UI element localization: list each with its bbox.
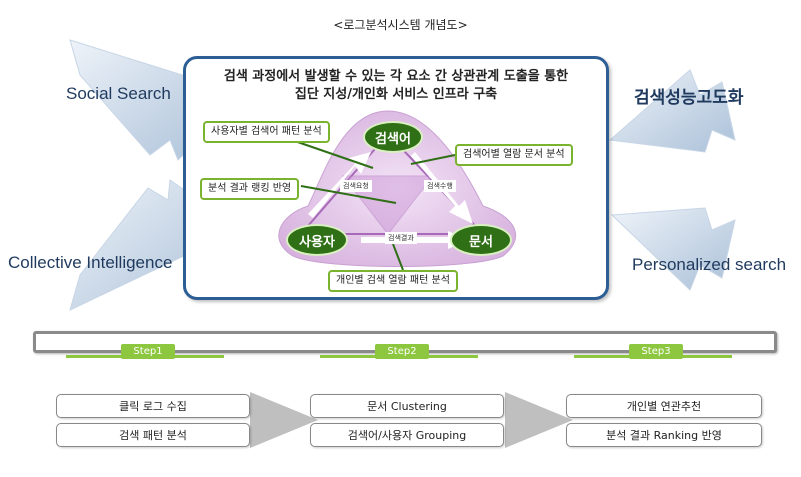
step1-item-1: 클릭 로그 수집 — [56, 394, 250, 418]
connector-doc-browse — [410, 154, 456, 165]
connector-personal-pattern — [392, 243, 404, 271]
step3-item-2: 분석 결과 Ranking 반영 — [566, 423, 762, 447]
edge-label-receive: 검색수행 — [424, 180, 456, 192]
diagram-title: <로그분석시스템 개념도> — [333, 18, 468, 32]
step1-tag: Step1 — [121, 344, 175, 359]
label-doc-browse-analysis: 검색어별 열람 문서 분석 — [455, 144, 573, 166]
step3-tag: Step3 — [629, 344, 683, 359]
step2-tag: Step2 — [375, 344, 429, 359]
arrow-request — [308, 152, 371, 218]
arrow-top-right — [608, 69, 736, 153]
connector-ranking — [300, 185, 397, 204]
step3-item-1: 개인별 연관추천 — [566, 394, 762, 418]
headline-line-1: 검색 과정에서 발생할 수 있는 각 요소 간 상관관계 도출을 통한 — [223, 69, 569, 84]
edge-label-request: 검색요청 — [340, 180, 372, 192]
label-social-search: Social Search — [66, 84, 171, 103]
step-chevron-2 — [505, 392, 573, 448]
label-search-performance: 검색성능고도화 — [634, 88, 744, 107]
node-query: 검색어 — [363, 121, 423, 153]
node-user: 사용자 — [286, 224, 348, 256]
label-user-query-pattern: 사용자별 검색어 패턴 분석 — [203, 121, 330, 143]
connector-user-pattern — [285, 137, 374, 169]
step2-item-1: 문서 Clustering — [310, 394, 504, 418]
step1-item-2: 검색 패턴 분석 — [56, 423, 250, 447]
step2-item-2: 검색어/사용자 Grouping — [310, 423, 504, 447]
label-ranking-reflect: 분석 결과 랭킹 반영 — [200, 178, 300, 200]
label-collective-intelligence: Collective Intelligence — [8, 253, 173, 272]
node-document: 문서 — [450, 224, 512, 256]
label-personal-pattern: 개인별 검색 열람 패턴 분석 — [328, 270, 458, 292]
edge-label-result: 검색결과 — [385, 232, 417, 244]
label-personalized-search: Personalized search — [632, 255, 787, 274]
step-chevron-1 — [250, 392, 318, 448]
main-headline: 검색 과정에서 발생할 수 있는 각 요소 간 상관관계 도출을 통한 집단 지… — [196, 68, 596, 104]
headline-line-2: 집단 지성/개인화 서비스 인프라 구축 — [294, 87, 498, 102]
arrow-bottom-right — [610, 207, 736, 291]
